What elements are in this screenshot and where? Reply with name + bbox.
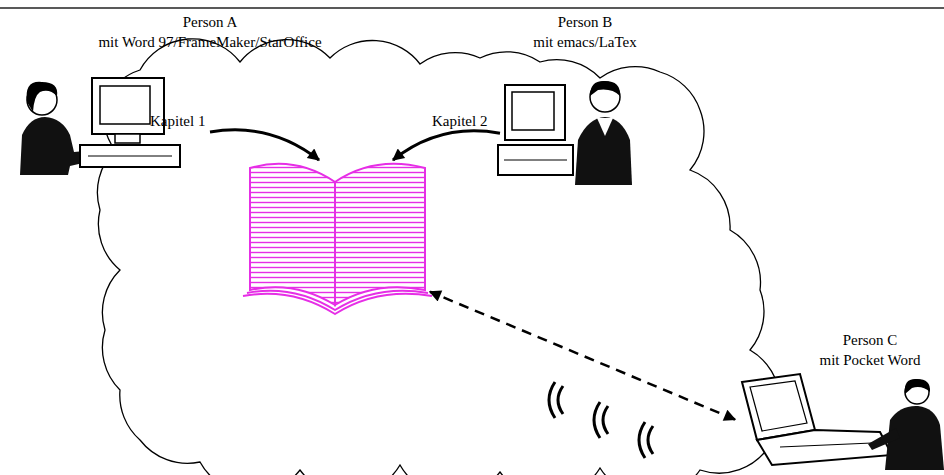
edge-label: Kapitel 2 — [432, 112, 487, 130]
top-rule — [0, 7, 944, 9]
chapter-arrow — [393, 131, 500, 160]
node-caption: Person Cmit Pocket Word — [785, 330, 944, 370]
software-note: mit Word 97/FrameMaker/StarOffice — [45, 32, 375, 52]
software-note: mit Pocket Word — [785, 350, 944, 370]
person-name: Person C — [785, 330, 944, 350]
software-note: mit emacs/LaTex — [475, 32, 695, 52]
node-caption: Person Amit Word 97/FrameMaker/StarOffic… — [45, 12, 375, 52]
cloud-outline — [97, 39, 781, 475]
person-c-figure — [742, 374, 944, 470]
person-name: Person A — [45, 12, 375, 32]
chapter-arrow — [210, 130, 319, 160]
open-book — [243, 164, 432, 314]
edge-label: Kapitel 1 — [150, 112, 205, 130]
person-name: Person B — [475, 12, 695, 32]
person-b-figure — [498, 81, 632, 185]
wireless-waves — [549, 382, 653, 458]
shared-book — [245, 160, 430, 315]
node-caption: Person Bmit emacs/LaTex — [475, 12, 695, 52]
wireless-link — [430, 292, 735, 420]
person-workstation: Person Bmit emacs/LaTex — [500, 70, 635, 185]
person-laptop: Person Cmit Pocket Word — [735, 372, 935, 467]
